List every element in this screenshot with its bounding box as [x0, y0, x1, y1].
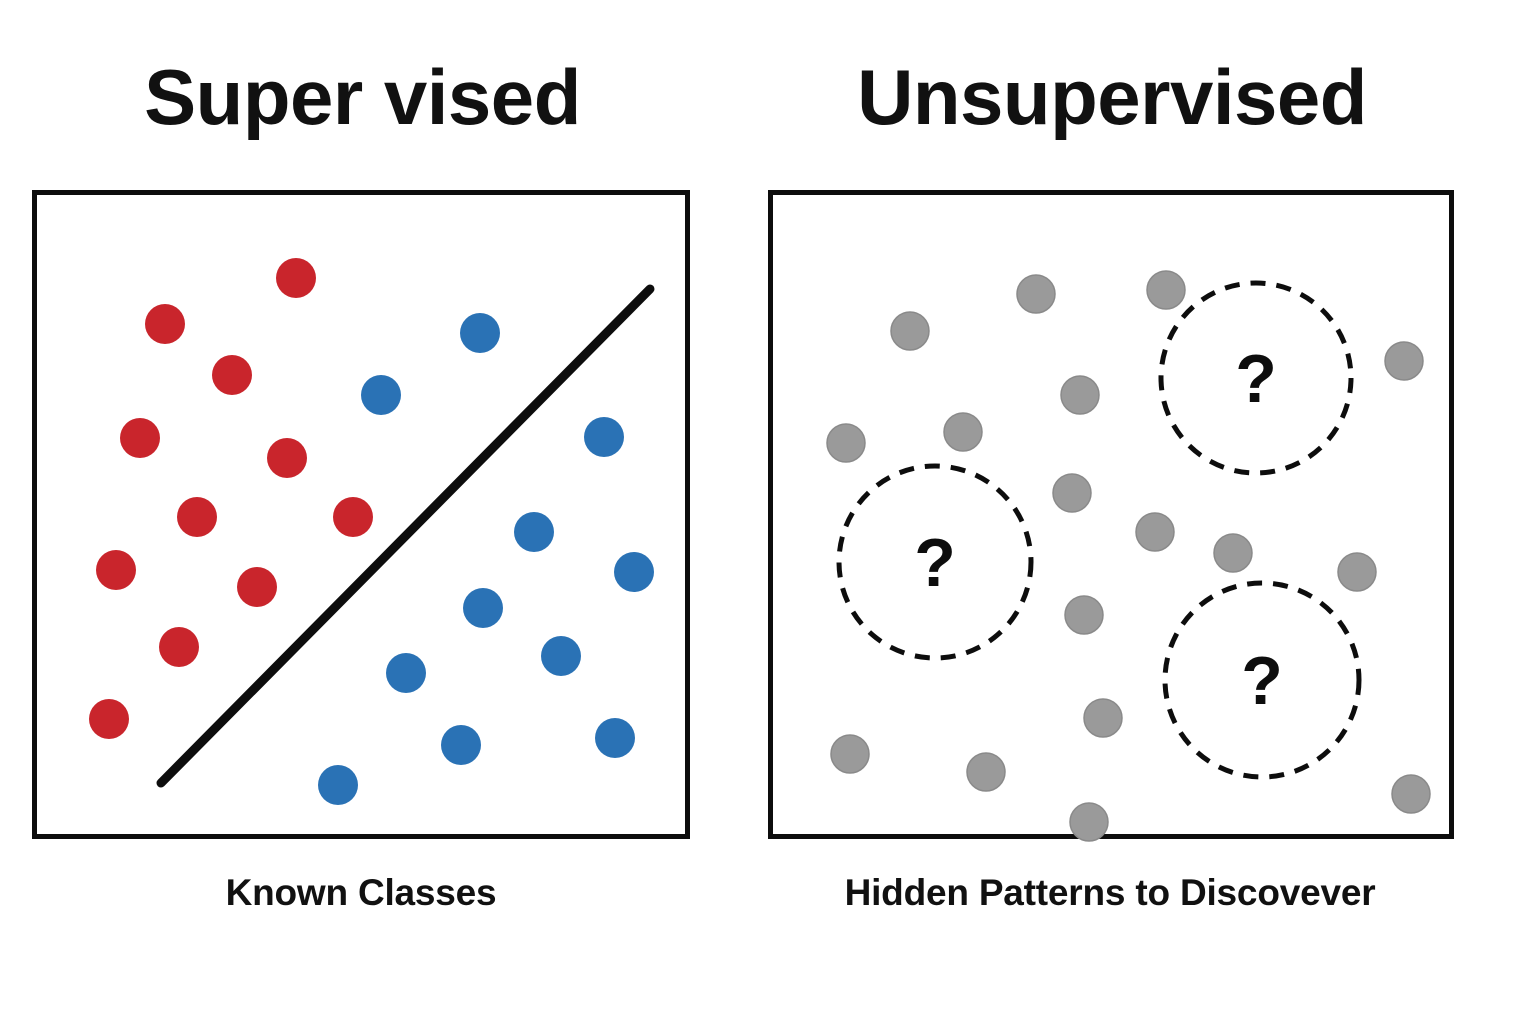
- data-point-gray-17: [1391, 774, 1431, 814]
- data-point-blue-5: [614, 552, 654, 592]
- unsupervised-plot-box: ???: [768, 190, 1454, 842]
- data-point-red-2: [145, 304, 185, 344]
- dashed-circle-icon-cluster-left: [836, 463, 1034, 661]
- data-point-red-11: [89, 699, 129, 739]
- data-point-gray-6: [826, 423, 866, 463]
- data-point-blue-10: [595, 718, 635, 758]
- data-point-gray-5: [943, 412, 983, 452]
- data-point-blue-11: [318, 765, 358, 805]
- data-point-gray-8: [1052, 473, 1092, 513]
- cluster-group-cluster-top-right: ?: [1158, 280, 1354, 476]
- data-point-blue-9: [441, 725, 481, 765]
- dashed-circle-icon-cluster-bottom-right: [1162, 580, 1362, 780]
- data-point-blue-2: [361, 375, 401, 415]
- supervised-title: Super vised: [144, 53, 581, 141]
- decision-boundary-line: [156, 284, 655, 788]
- data-point-red-3: [212, 355, 252, 395]
- data-point-red-7: [333, 497, 373, 537]
- data-point-gray-15: [966, 752, 1006, 792]
- data-point-gray-4: [1060, 375, 1100, 415]
- data-point-blue-8: [386, 653, 426, 693]
- data-point-gray-14: [830, 734, 870, 774]
- data-point-red-5: [267, 438, 307, 478]
- data-point-gray-12: [1064, 595, 1104, 635]
- dashed-circle-icon-cluster-top-right: [1158, 280, 1354, 476]
- data-point-red-8: [96, 550, 136, 590]
- data-point-red-9: [237, 567, 277, 607]
- data-point-red-6: [177, 497, 217, 537]
- data-point-gray-11: [1337, 552, 1377, 592]
- data-point-blue-7: [541, 636, 581, 676]
- question-mark-icon-cluster-top-right: ?: [1235, 341, 1277, 417]
- data-point-red-4: [120, 418, 160, 458]
- data-point-gray-13: [1083, 698, 1123, 738]
- data-point-gray-16: [1069, 802, 1109, 842]
- data-point-blue-1: [460, 313, 500, 353]
- cluster-group-cluster-bottom-right: ?: [1162, 580, 1362, 780]
- data-point-red-10: [159, 627, 199, 667]
- data-point-red-1: [276, 258, 316, 298]
- data-point-gray-9: [1135, 512, 1175, 552]
- cluster-group-cluster-left: ?: [836, 463, 1034, 661]
- question-mark-icon-cluster-left: ?: [914, 525, 956, 601]
- data-point-gray-10: [1213, 533, 1253, 573]
- question-mark-icon-cluster-bottom-right: ?: [1241, 643, 1283, 719]
- data-point-blue-4: [514, 512, 554, 552]
- data-point-gray-7: [1384, 341, 1424, 381]
- supervised-caption: Known Classes: [225, 872, 497, 913]
- data-point-gray-3: [890, 311, 930, 351]
- data-point-gray-1: [1146, 270, 1186, 310]
- data-point-blue-3: [584, 417, 624, 457]
- supervised-scatter: [89, 258, 655, 805]
- unsupervised-caption: Hidden Patterns to Discovever: [844, 872, 1376, 913]
- unsupervised-scatter: ???: [826, 270, 1431, 842]
- data-point-gray-2: [1016, 274, 1056, 314]
- unsupervised-title: Unsupervised: [857, 53, 1367, 141]
- supervised-plot-box: [32, 190, 690, 839]
- data-point-blue-6: [463, 588, 503, 628]
